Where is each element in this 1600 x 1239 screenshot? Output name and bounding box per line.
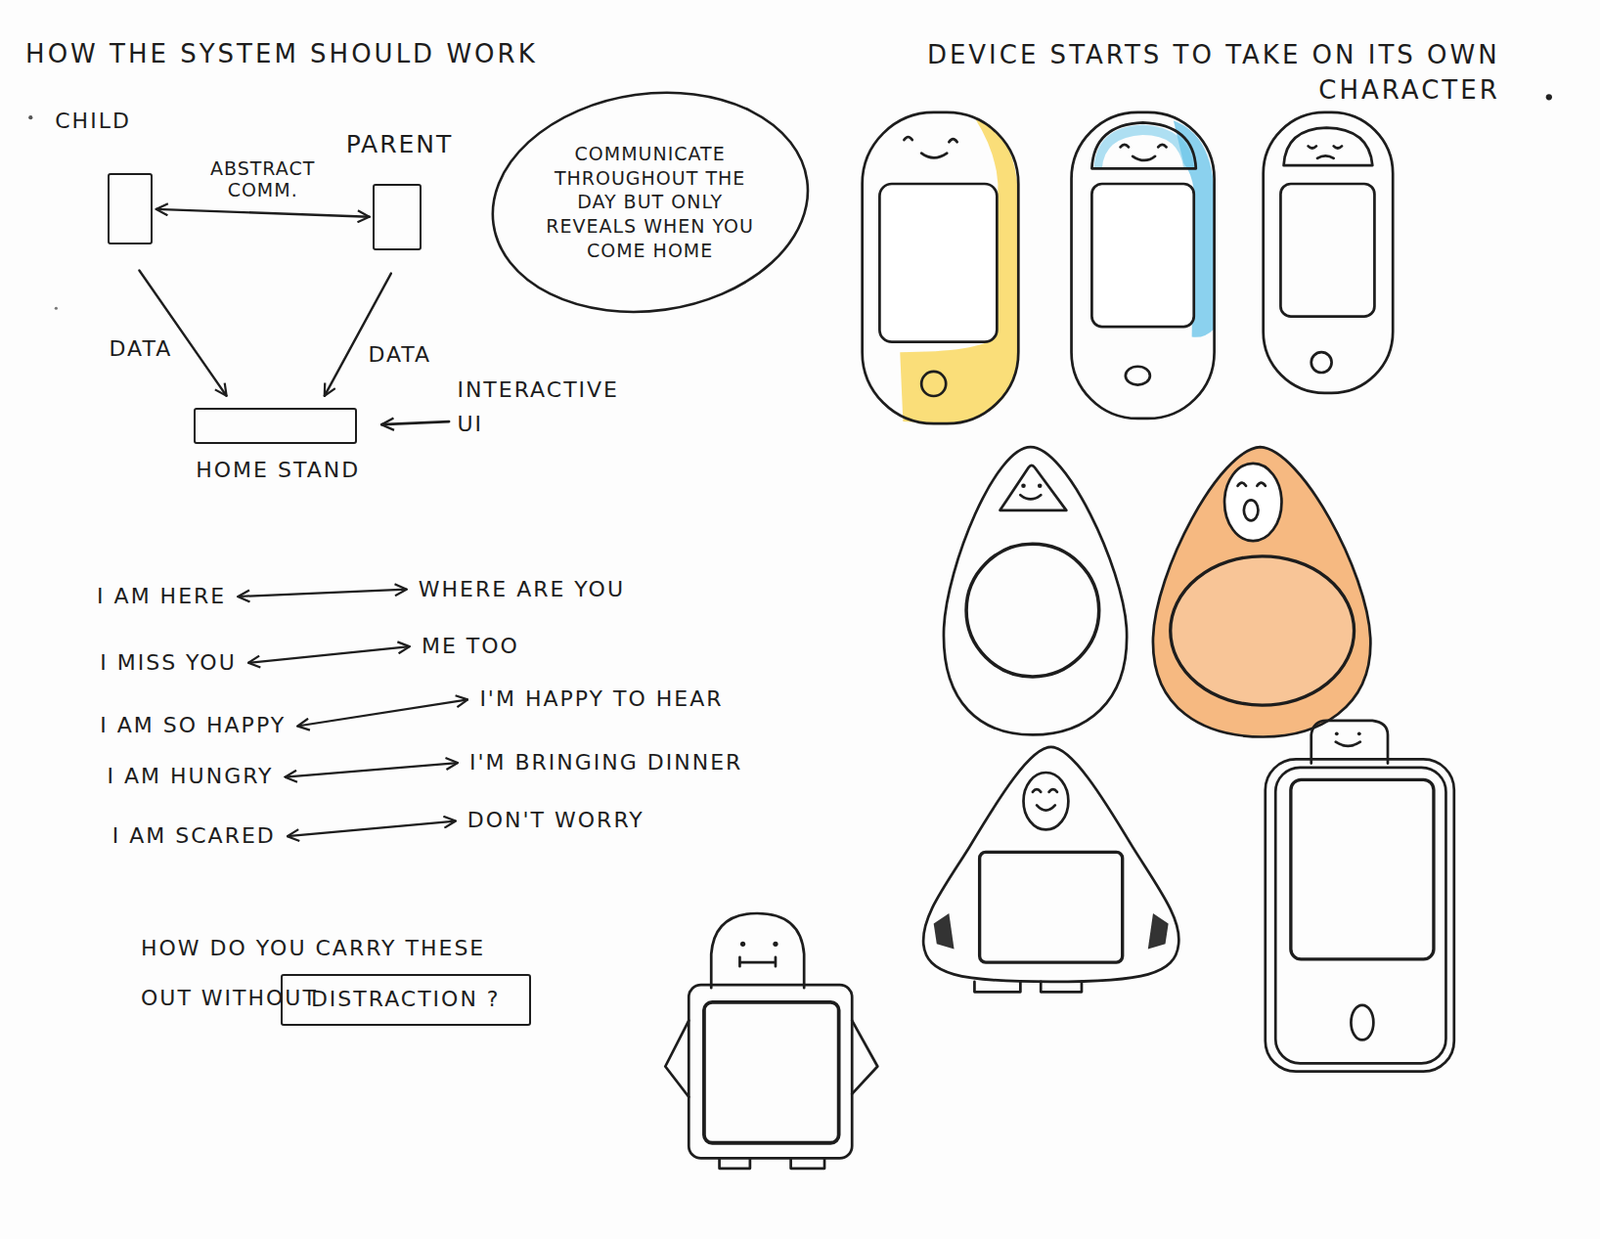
pen-dot [1546, 93, 1553, 100]
child-message: I AM SCARED [112, 823, 276, 849]
device-side-button [933, 913, 955, 950]
device-face [1120, 144, 1167, 161]
device-body [1071, 112, 1215, 419]
device-screen [979, 851, 1123, 963]
child-message: I AM HUNGRY [107, 763, 274, 790]
device-face [1334, 731, 1339, 736]
heading: HOW THE SYSTEM SHOULD WORK [25, 39, 538, 70]
device-cap [1284, 128, 1374, 167]
connectors [138, 209, 391, 397]
device-screen [1170, 556, 1355, 706]
question-text: HOW DO YOU CARRY THESE OUT WITHOUT [140, 923, 533, 1023]
device-body-inner [1275, 767, 1446, 1065]
robot-head [711, 913, 804, 988]
device-body [1153, 446, 1371, 737]
connector [138, 269, 226, 396]
robot-body [688, 984, 852, 1158]
device-face [1037, 484, 1043, 489]
device-handle [1311, 720, 1388, 764]
device-cap [1000, 465, 1067, 511]
pen-dot [54, 307, 58, 311]
device-face [1308, 145, 1342, 159]
phrase-arrows [237, 589, 468, 837]
robot-face [740, 941, 746, 947]
ui-arrow [381, 421, 449, 425]
parent-reply: ME TOO [421, 633, 520, 660]
robot-screen [704, 1002, 840, 1144]
device-button [1125, 366, 1151, 386]
device-box: CHILD [107, 173, 154, 245]
pen-dot [28, 115, 33, 120]
home-stand-box: HOME STAND [193, 407, 357, 445]
device-body [1263, 112, 1394, 394]
device-feet [974, 981, 1082, 992]
bubble-ellipse [478, 72, 822, 332]
device-box: PARENT [372, 183, 422, 251]
device-cap [1091, 122, 1196, 169]
marker-color [1153, 446, 1371, 737]
child-message: I MISS YOU [99, 650, 237, 676]
device-face [1244, 499, 1259, 521]
question-box: DISTRACTION ? [280, 974, 532, 1025]
device-face [1335, 742, 1361, 747]
parent-reply: I'M HAPPY TO HEAR [479, 686, 723, 712]
device-face [1020, 494, 1041, 499]
node-label: CHILD [54, 108, 132, 134]
child-message: I AM SO HAPPY [99, 712, 286, 739]
parent-reply: I'M BRINGING DINNER [469, 750, 743, 776]
robot-arms [665, 1021, 878, 1098]
node-label: HOME STAND [195, 457, 360, 484]
double-arrow [297, 699, 468, 726]
device-screen [1290, 779, 1434, 960]
device-body [862, 112, 1020, 424]
device-body [1265, 758, 1455, 1071]
parent-reply: WHERE ARE YOU [418, 577, 625, 603]
double-arrow [237, 589, 407, 597]
robot-face [772, 941, 778, 947]
speech-bubble: COMMUNICATE THROUGHOUT THE DAY BUT ONLY … [488, 88, 813, 317]
device-button [1350, 1005, 1374, 1040]
device-face [1032, 789, 1058, 810]
double-arrow [287, 821, 456, 838]
connector [324, 273, 392, 397]
device-button [921, 371, 946, 397]
child-message: I AM HERE [96, 583, 226, 610]
connector-label: DATA [367, 342, 432, 368]
connector-label: DATA [109, 336, 174, 362]
device-face [1357, 731, 1362, 736]
double-arrow [285, 762, 458, 778]
device-screen [879, 183, 997, 343]
device-face [1021, 484, 1026, 489]
device-screen [966, 543, 1100, 677]
connector-label: ABSTRACT COMM. [210, 158, 315, 202]
device-side-button [1148, 913, 1169, 950]
device-screen [1091, 183, 1194, 327]
device-button [1311, 352, 1333, 373]
robot-feet [719, 1157, 825, 1168]
device-face-window [1224, 463, 1282, 541]
device-body [923, 747, 1179, 982]
annotation: INTERACTIVE UI [456, 372, 620, 442]
double-arrow [248, 646, 410, 664]
node-label: COMMUNICATE THROUGHOUT THE DAY BUT ONLY … [535, 141, 763, 263]
device-face-window [1022, 772, 1068, 830]
device-body [943, 446, 1127, 735]
page-heading: DEVICE STARTS TO TAKE ON ITS OWN CHARACT… [815, 37, 1501, 109]
connector [156, 209, 370, 218]
parent-reply: DON'T WORRY [467, 807, 645, 834]
device-face [1238, 483, 1266, 487]
node-label: PARENT [346, 130, 454, 160]
device-screen [1280, 183, 1375, 317]
device-face [903, 136, 957, 158]
node-label: DISTRACTION ? [311, 985, 501, 1015]
robot-face [739, 957, 776, 967]
